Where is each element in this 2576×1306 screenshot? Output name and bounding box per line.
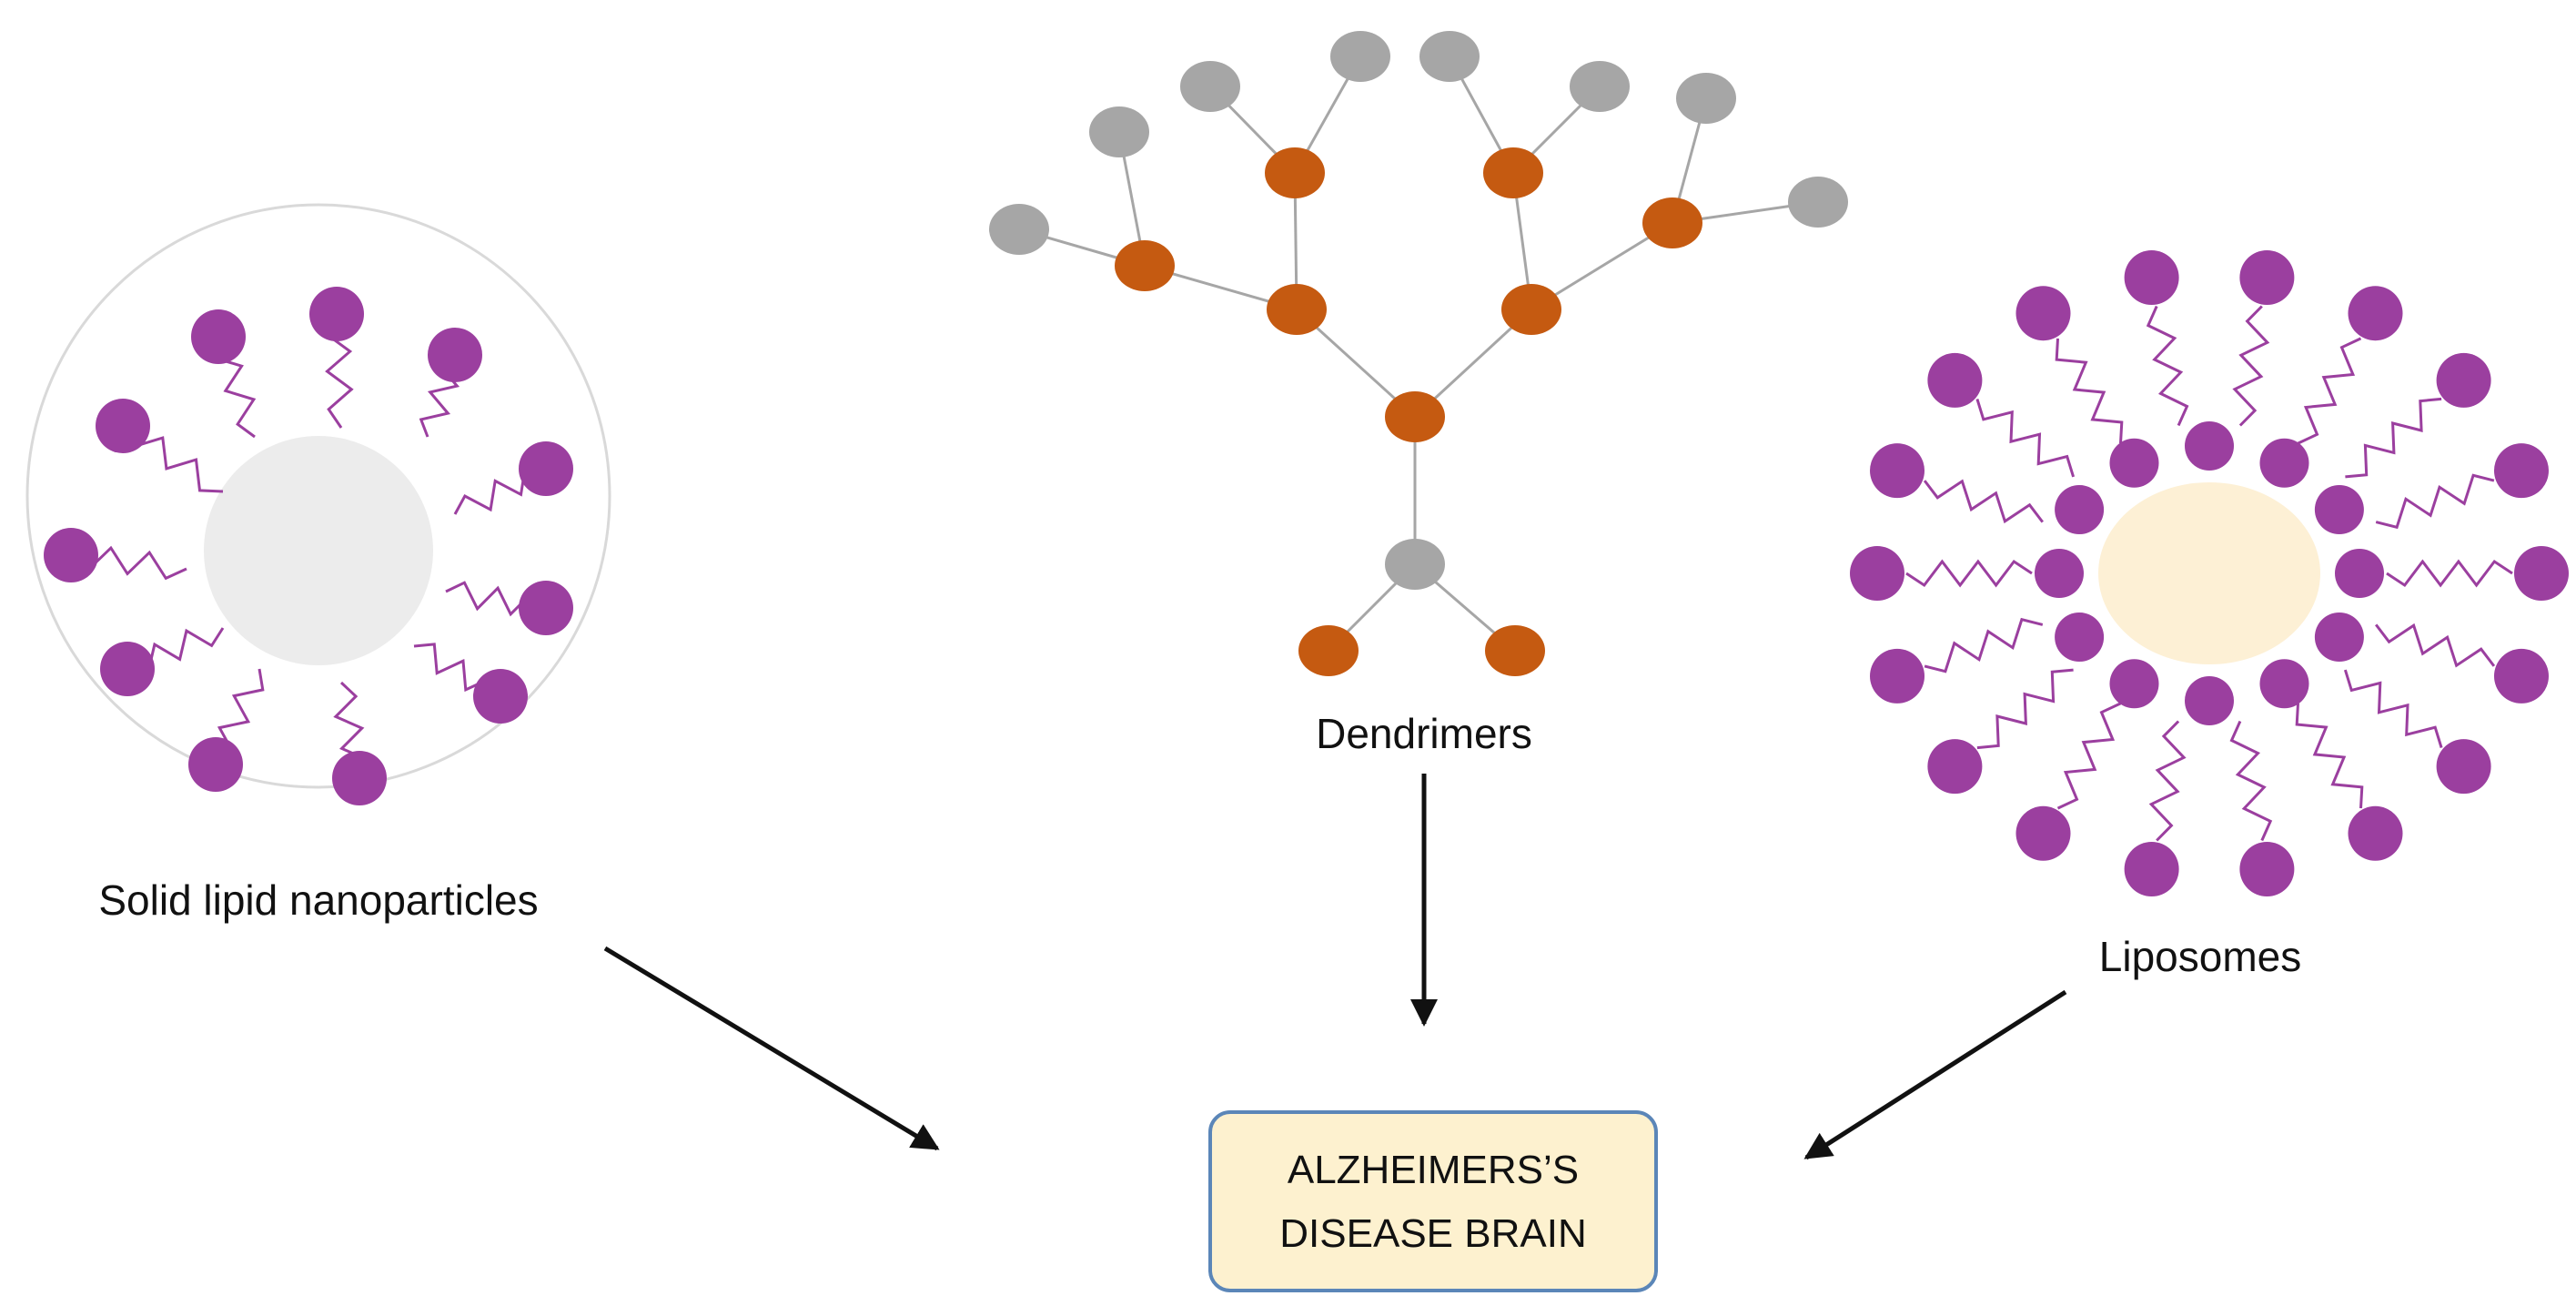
outer-lipid-head xyxy=(2239,250,2295,306)
dendrimer-icon xyxy=(989,31,1848,676)
dendrimer-terminal xyxy=(1419,31,1480,82)
lipid-tail xyxy=(2229,720,2273,842)
dendrimers-label: Dendrimers xyxy=(1316,710,1532,757)
lipid-tail xyxy=(1905,559,2033,588)
inner-lipid-head xyxy=(2314,485,2364,534)
lipid-head xyxy=(309,287,364,341)
lipid-tail xyxy=(2297,337,2362,445)
outer-lipid-head xyxy=(2239,841,2295,896)
dendrimer-node xyxy=(1115,240,1175,291)
lipid-tail xyxy=(2343,669,2443,749)
arrow-sln-to-brain xyxy=(603,946,940,1151)
outer-lipid-head xyxy=(2493,648,2549,704)
outer-lipid-head xyxy=(1927,352,1983,408)
outer-lipid-head xyxy=(2015,286,2071,341)
lipid-tail xyxy=(1976,668,2074,750)
dendrimer-node xyxy=(1265,147,1325,198)
dendrimer-node xyxy=(1385,391,1445,442)
dendrimer-terminal xyxy=(1330,31,1390,82)
lipid-tail xyxy=(2295,703,2364,809)
outer-lipid-head xyxy=(2436,739,2491,795)
lipid-head xyxy=(428,328,482,382)
outer-lipid-head xyxy=(1850,546,1904,601)
dendrimer-terminal xyxy=(1788,177,1848,228)
liposome-icon xyxy=(1850,250,2569,896)
lipid-head xyxy=(100,642,155,696)
inner-lipid-head xyxy=(2185,676,2234,725)
dendrimer-terminal xyxy=(1089,106,1149,157)
inner-lipid-head xyxy=(2259,659,2309,709)
lipid-tail xyxy=(2146,305,2189,427)
inner-lipid-head xyxy=(2314,613,2364,662)
dendrimer-terminal xyxy=(989,204,1049,255)
target-line-1: ALZHEIMERS’S xyxy=(1288,1148,1579,1192)
lipid-head xyxy=(188,737,243,792)
lipid-head xyxy=(191,309,246,364)
lipid-tail xyxy=(1923,479,2044,524)
outer-lipid-head xyxy=(1870,443,1925,499)
dendrimer-terminal xyxy=(1180,61,1240,112)
outer-lipid-head xyxy=(2348,286,2403,341)
outer-lipid-head xyxy=(2493,443,2549,499)
inner-lipid-head xyxy=(2335,549,2384,598)
lipid-tail xyxy=(2056,702,2122,810)
lipid-head xyxy=(44,528,98,582)
liposome-core xyxy=(2098,482,2320,664)
solid-lipid-nanoparticle-icon xyxy=(25,203,611,805)
dendrimer-node xyxy=(1298,625,1359,676)
outer-lipid-head xyxy=(2015,805,2071,861)
outer-lipid-head xyxy=(2348,805,2403,861)
dendrimer-node xyxy=(1501,284,1561,335)
target-line-2: DISEASE BRAIN xyxy=(1279,1211,1586,1256)
lipid-head xyxy=(96,399,150,453)
lipid-tail xyxy=(2232,305,2270,427)
target-box-frame xyxy=(1208,1110,1658,1292)
lipid-head xyxy=(473,669,528,724)
lipid-head xyxy=(519,441,573,496)
inner-lipid-head xyxy=(2185,421,2234,471)
inner-lipid-head xyxy=(2109,659,2159,709)
lipid-tail xyxy=(2375,623,2496,668)
dendrimer-node xyxy=(1642,197,1702,248)
lipid-tail xyxy=(1924,617,2044,673)
arrow-liposomes-to-brain xyxy=(1803,989,2067,1160)
outer-lipid-head xyxy=(2436,352,2491,408)
dendrimer-terminal xyxy=(1385,539,1445,590)
liposomes-label: Liposomes xyxy=(2099,933,2301,980)
lipid-tail xyxy=(2055,338,2124,444)
inner-lipid-head xyxy=(2259,438,2309,488)
outer-lipid-head xyxy=(2514,546,2569,601)
outer-lipid-head xyxy=(1927,739,1983,795)
inner-lipid-head xyxy=(2035,549,2084,598)
lipid-tail xyxy=(2386,559,2513,588)
sln-core xyxy=(204,436,433,665)
dendrimer-node xyxy=(1485,625,1545,676)
outer-lipid-head xyxy=(1870,648,1925,704)
dendrimer-terminal xyxy=(1570,61,1630,112)
outer-lipid-head xyxy=(2124,841,2179,896)
lipid-tail xyxy=(1975,398,2076,478)
lipid-tail xyxy=(2148,720,2187,842)
inner-lipid-head xyxy=(2055,613,2105,662)
lipid-head xyxy=(332,751,387,805)
inner-lipid-head xyxy=(2109,438,2159,488)
outer-lipid-head xyxy=(2124,250,2179,306)
lipid-head xyxy=(519,581,573,635)
dendrimer-terminal xyxy=(1676,73,1736,124)
dendrimer-node xyxy=(1267,284,1327,335)
sln-label: Solid lipid nanoparticles xyxy=(98,876,538,924)
lipid-tail xyxy=(2345,397,2442,479)
dendrimer-node xyxy=(1483,147,1543,198)
inner-lipid-head xyxy=(2055,485,2105,534)
lipid-tail xyxy=(2375,473,2495,530)
target-box: ALZHEIMERS’S DISEASE BRAIN xyxy=(1208,1110,1658,1292)
